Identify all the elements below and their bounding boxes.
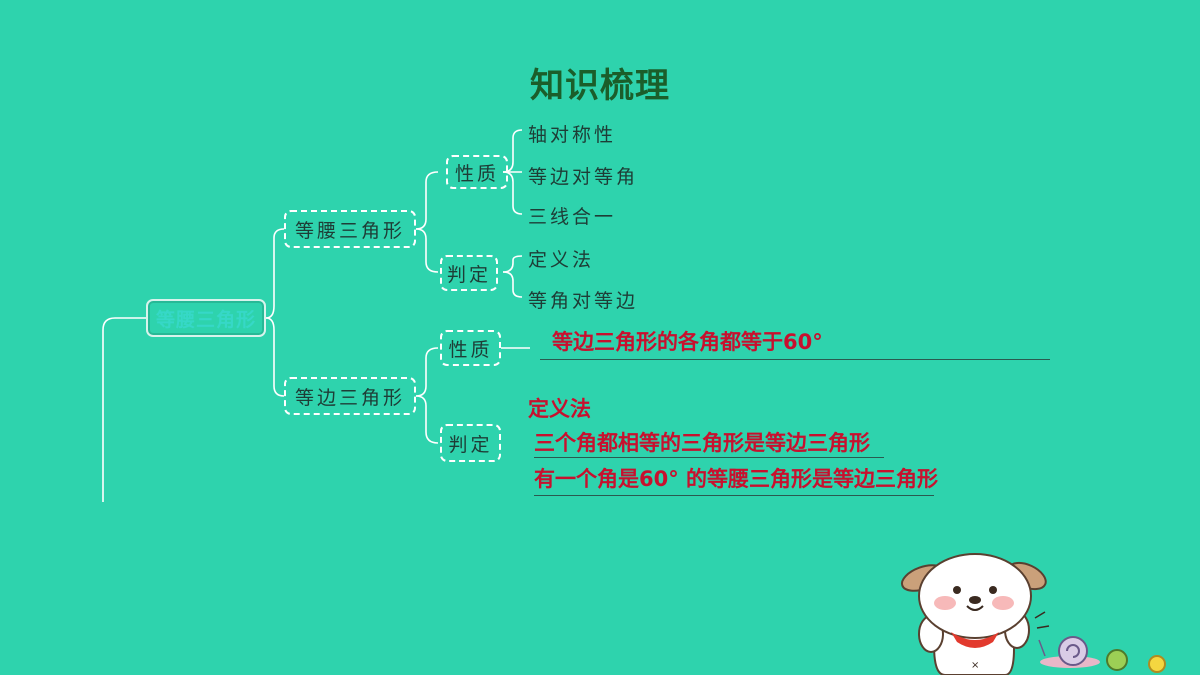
page-title: 知识梳理 (530, 66, 670, 106)
isosceles-criteria-item: 等角对等边 (528, 290, 639, 312)
equilateral-criteria-answer: 三个角都相等的三角形是等边三角形 (534, 431, 870, 455)
equilateral-property-node: 性质 (440, 330, 501, 366)
answer-underline (534, 457, 884, 458)
answer-underline (540, 359, 1050, 360)
puppy-illustration: × (900, 553, 1166, 675)
svg-text:×: × (971, 660, 979, 671)
branch-isosceles: 等腰三角形 (284, 210, 416, 248)
equilateral-criteria-node: 判定 (440, 424, 501, 462)
branch-equilateral: 等边三角形 (284, 377, 416, 415)
equilateral-criteria-answer: 定义法 (528, 397, 591, 421)
equilateral-property-answer: 等边三角形的各角都等于60° (552, 330, 823, 354)
isosceles-property-node: 性质 (446, 155, 508, 189)
isosceles-property-item: 轴对称性 (528, 124, 617, 146)
isosceles-property-item: 等边对等角 (528, 166, 639, 188)
isosceles-property-item: 三线合一 (528, 206, 617, 228)
isosceles-criteria-item: 定义法 (528, 249, 595, 271)
equilateral-criteria-answer: 有一个角是60° 的等腰三角形是等边三角形 (534, 467, 939, 491)
root-node: 等腰三角形 (146, 299, 266, 337)
answer-underline (534, 495, 934, 496)
isosceles-criteria-node: 判定 (440, 255, 498, 291)
